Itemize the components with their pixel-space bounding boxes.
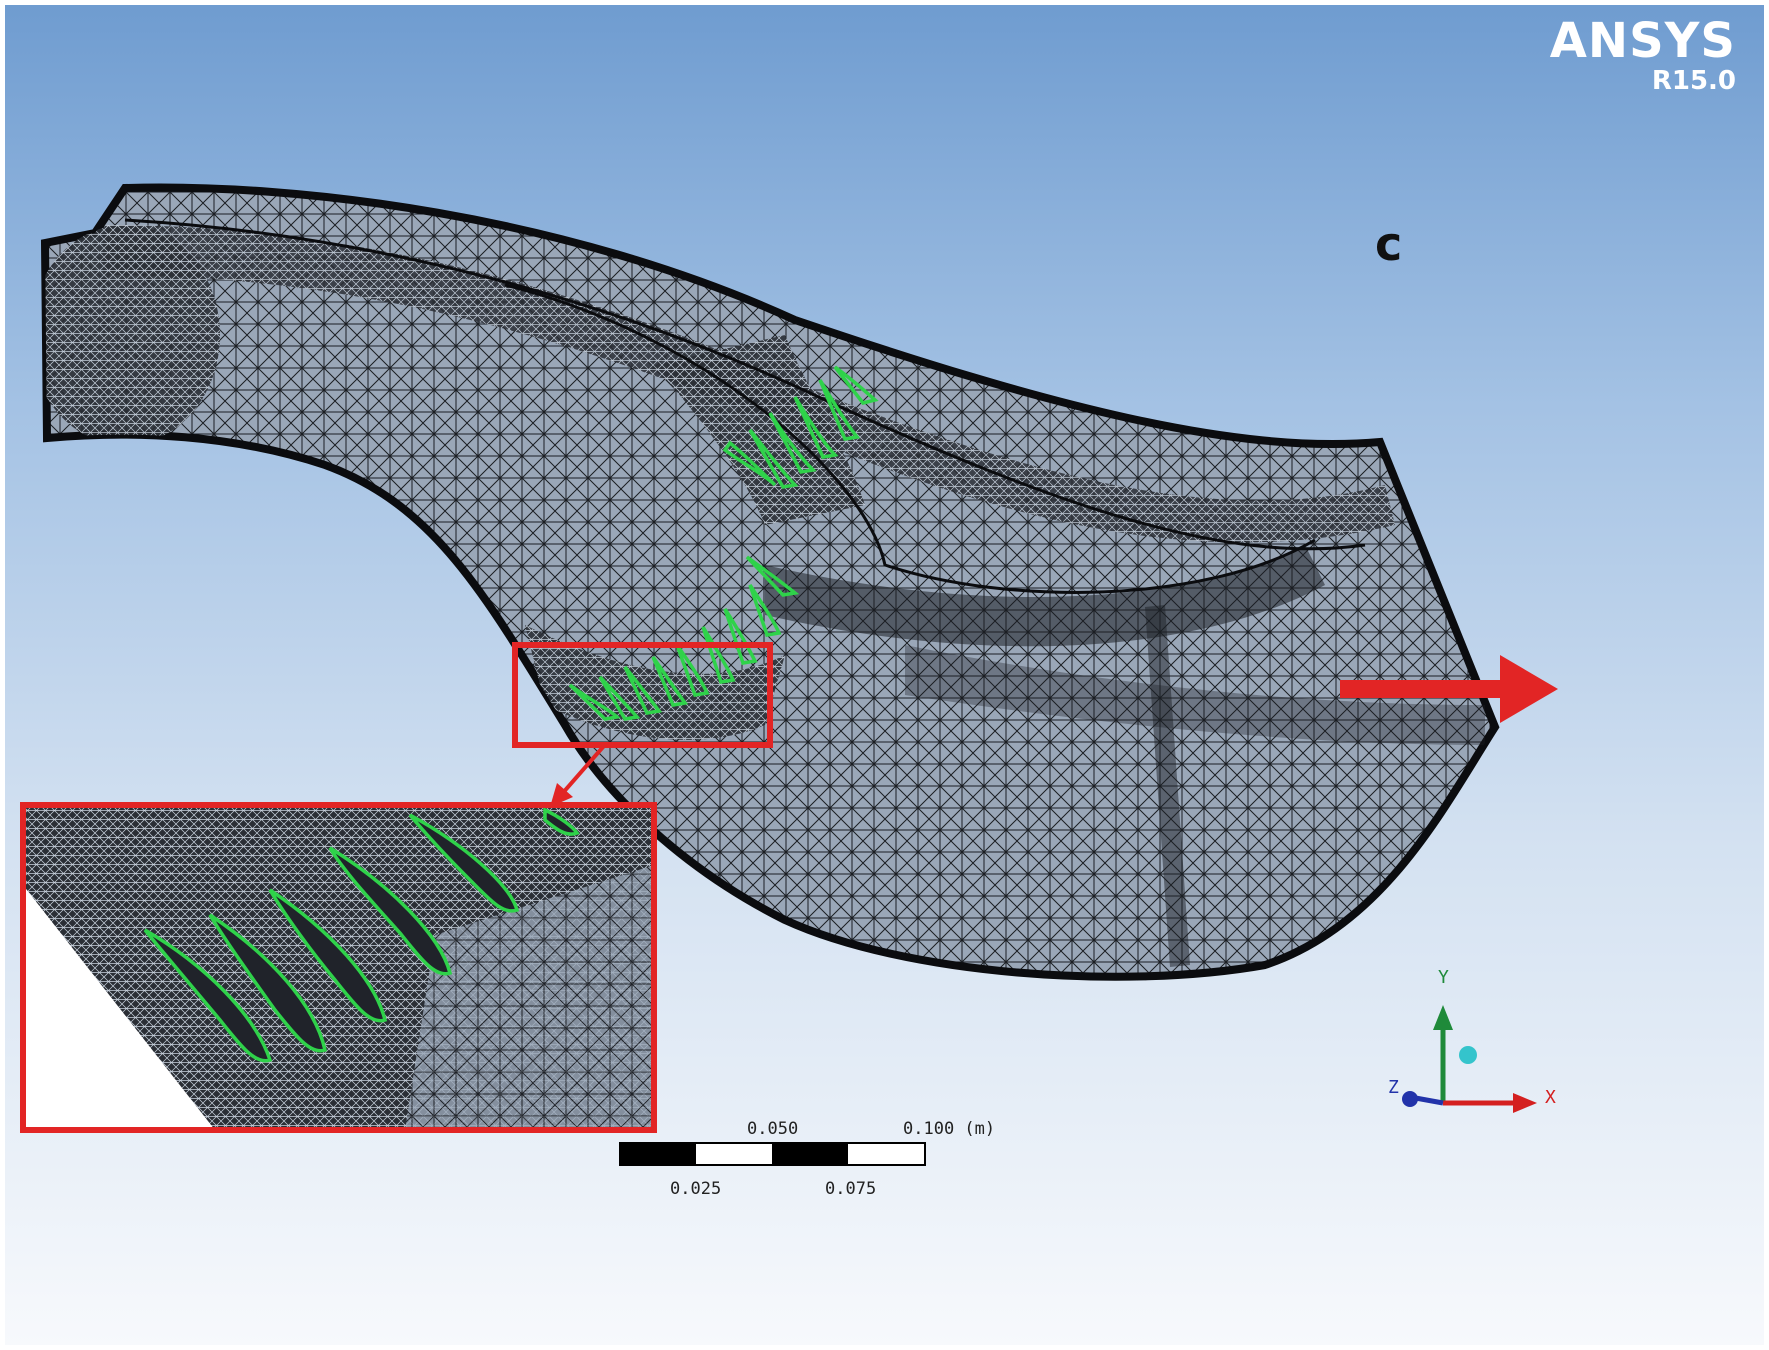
ansys-logo: ANSYS R15.0 [1550,15,1736,95]
axis-x-label: X [1545,1087,1556,1108]
brand-name: ANSYS [1549,13,1736,69]
scale-bar [619,1142,926,1166]
zoom-callout-icon [550,745,605,807]
axis-y-label: Y [1438,967,1449,988]
blade-row-upper [722,365,879,489]
brand-version: R15.0 [1651,66,1736,96]
scale-label-0025: 0.025 [670,1179,722,1199]
blade-row-lower [568,555,800,721]
zoom-selection-box[interactable] [512,642,773,748]
scale-label-0050: 0.050 [747,1119,799,1139]
scale-label-0075: 0.075 [825,1179,877,1199]
zoom-inset-panel [20,802,657,1133]
flow-direction-arrow-icon [1340,655,1558,723]
scale-label-0100: 0.100 (m) [903,1119,996,1139]
panel-label: c [1375,217,1403,271]
axis-z-label: Z [1388,1077,1399,1098]
mesh-scene[interactable] [5,5,1764,1345]
graphics-viewport[interactable]: ANSYS R15.0 c 0.050 0.100 (m) 0.025 0.07… [5,5,1764,1345]
coordinate-triad-icon [1402,1005,1537,1113]
